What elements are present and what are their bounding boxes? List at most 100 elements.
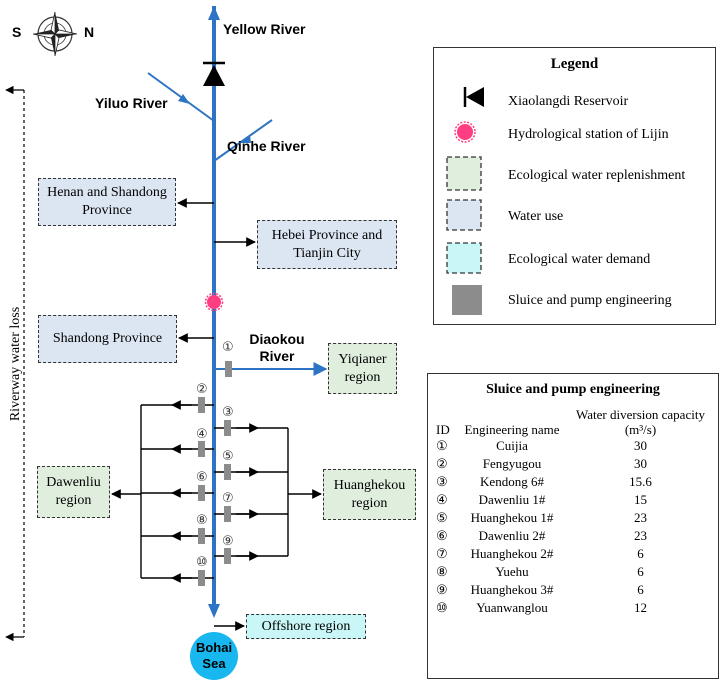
row-name: Huanghekou 1# [470, 510, 554, 525]
row-name: Fengyugou [482, 456, 542, 471]
station-number-8: ⑧ [196, 513, 208, 528]
row-id: ⑨ [436, 582, 448, 597]
station-number-9: ⑨ [222, 534, 234, 549]
offshore-box: Offshore region [246, 614, 366, 639]
sluice-1 [225, 361, 232, 377]
row-name: Huanghekou 2# [470, 546, 554, 561]
legend-item-eco-demand: Ecological water demand [508, 252, 651, 267]
compass-south-label: S [12, 24, 22, 40]
yiluo-river-label: Yiluo River [95, 95, 168, 111]
station-number-2: ② [196, 382, 208, 397]
station-number-1: ① [222, 340, 234, 355]
row-id: ⑤ [436, 510, 448, 525]
row-capacity: 6 [637, 582, 644, 597]
legend-panel: Legend Xiaolangdi Reservoir Hydrological… [433, 47, 716, 325]
col-id: ID [436, 422, 450, 437]
compass-icon [32, 11, 78, 57]
legend-item-reservoir: Xiaolangdi Reservoir [508, 94, 629, 109]
row-id: ⑥ [436, 528, 448, 543]
station-number-4: ④ [196, 427, 208, 442]
table-row: ⑨ Huanghekou 3# 6 [436, 581, 713, 599]
row-name: Dawenliu 2# [478, 528, 546, 543]
station-number-7: ⑦ [222, 491, 234, 506]
table-row: ⑦ Huanghekou 2# 6 [436, 545, 713, 563]
row-capacity: 23 [634, 510, 647, 525]
qinhe-river-line [213, 119, 273, 162]
sluice-table-title: Sluice and pump engineering [486, 382, 660, 397]
row-name: Dawenliu 1# [478, 492, 546, 507]
qinhe-river-label: Qinhe River [227, 138, 306, 154]
legend-item-eco-replenishment: Ecological water replenishment [508, 168, 686, 183]
row-id: ④ [436, 492, 448, 507]
row-name: Yuehu [495, 564, 529, 579]
row-name: Kendong 6# [480, 474, 544, 489]
huanghekou-box: Huanghekou region [323, 469, 416, 520]
diaokou-river-label: Diaokou River [249, 331, 305, 364]
sluice-10 [198, 570, 205, 586]
shandong-box: Shandong Province [38, 315, 177, 363]
row-id: ① [436, 438, 448, 453]
hebei-tianjin-box: Hebei Province and Tianjin City [257, 220, 397, 269]
yellow-river-label: Yellow River [223, 21, 306, 37]
table-row: ② Fengyugou 30 [436, 455, 713, 473]
row-capacity: 6 [637, 546, 644, 561]
sluice-5 [224, 464, 231, 480]
row-id: ③ [436, 474, 448, 489]
sluice-symbols [198, 361, 232, 586]
station-number-5: ⑤ [222, 449, 234, 464]
table-row: ⑧ Yuehu 6 [436, 563, 713, 581]
station-number-10: ⑩ [196, 555, 208, 570]
row-name: Cuijia [496, 438, 528, 453]
row-capacity: 23 [634, 528, 647, 543]
sluice-4 [198, 441, 205, 457]
col-name: Engineering name [464, 422, 560, 437]
row-id: ⑧ [436, 564, 448, 579]
sluice-9 [224, 548, 231, 564]
col-capacity: Water diversion capacity (m³/s) [568, 407, 713, 437]
riverway-water-loss-label: Riverway water loss [8, 306, 23, 422]
station-number-6: ⑥ [196, 470, 208, 485]
sluice-3 [224, 420, 231, 436]
row-id: ⑩ [436, 600, 448, 615]
henan-shandong-box: Henan and Shandong Province [38, 178, 176, 226]
row-capacity: 6 [637, 564, 644, 579]
row-name: Yuanwanglou [476, 600, 548, 615]
sluice-2 [198, 397, 205, 413]
sluice-table-panel: Sluice and pump engineering ID Engineeri… [427, 373, 719, 679]
row-id: ⑦ [436, 546, 448, 561]
row-capacity: 15 [634, 492, 647, 507]
yiqianer-box: Yiqianer region [328, 343, 397, 394]
row-capacity: 15.6 [629, 474, 652, 489]
riverway-loss-bracket [5, 85, 25, 642]
table-row: ④ Dawenliu 1# 15 [436, 491, 713, 509]
col-capacity-unit: (m³/s) [624, 422, 657, 437]
row-capacity: 30 [634, 438, 647, 453]
sluice-6 [198, 485, 205, 501]
bohai-sea-label: Bohai Sea [195, 640, 233, 671]
table-row: ③ Kendong 6# 15.6 [436, 473, 713, 491]
table-row: ① Cuijia 30 [436, 437, 713, 455]
sluice-8 [198, 528, 205, 544]
legend-item-sluice-pump: Sluice and pump engineering [508, 293, 672, 308]
legend-symbols [446, 87, 484, 315]
col-capacity-label: Water diversion capacity [576, 407, 705, 422]
table-row: ⑩ Yuanwanglou 12 [436, 599, 713, 617]
row-capacity: 12 [634, 600, 647, 615]
table-row: ⑥ Dawenliu 2# 23 [436, 527, 713, 545]
legend-item-station: Hydrological station of Lijin [508, 127, 669, 142]
compass-north-label: N [84, 24, 95, 40]
xiaolangdi-reservoir-icon [203, 61, 225, 86]
row-name: Huanghekou 3# [470, 582, 554, 597]
lijin-station-icon [204, 292, 224, 312]
sluice-7 [224, 506, 231, 522]
row-id: ② [436, 456, 448, 471]
table-row: ⑤ Huanghekou 1# 23 [436, 509, 713, 527]
bohai-sea-icon [190, 632, 238, 680]
station-number-3: ③ [222, 405, 234, 420]
dawenliu-box: Dawenliu region [37, 466, 110, 518]
legend-item-water-use: Water use [508, 209, 564, 224]
legend-title: Legend [550, 56, 599, 72]
sluice-table: ID Engineering name Water diversion capa… [436, 407, 713, 617]
row-capacity: 30 [634, 456, 647, 471]
